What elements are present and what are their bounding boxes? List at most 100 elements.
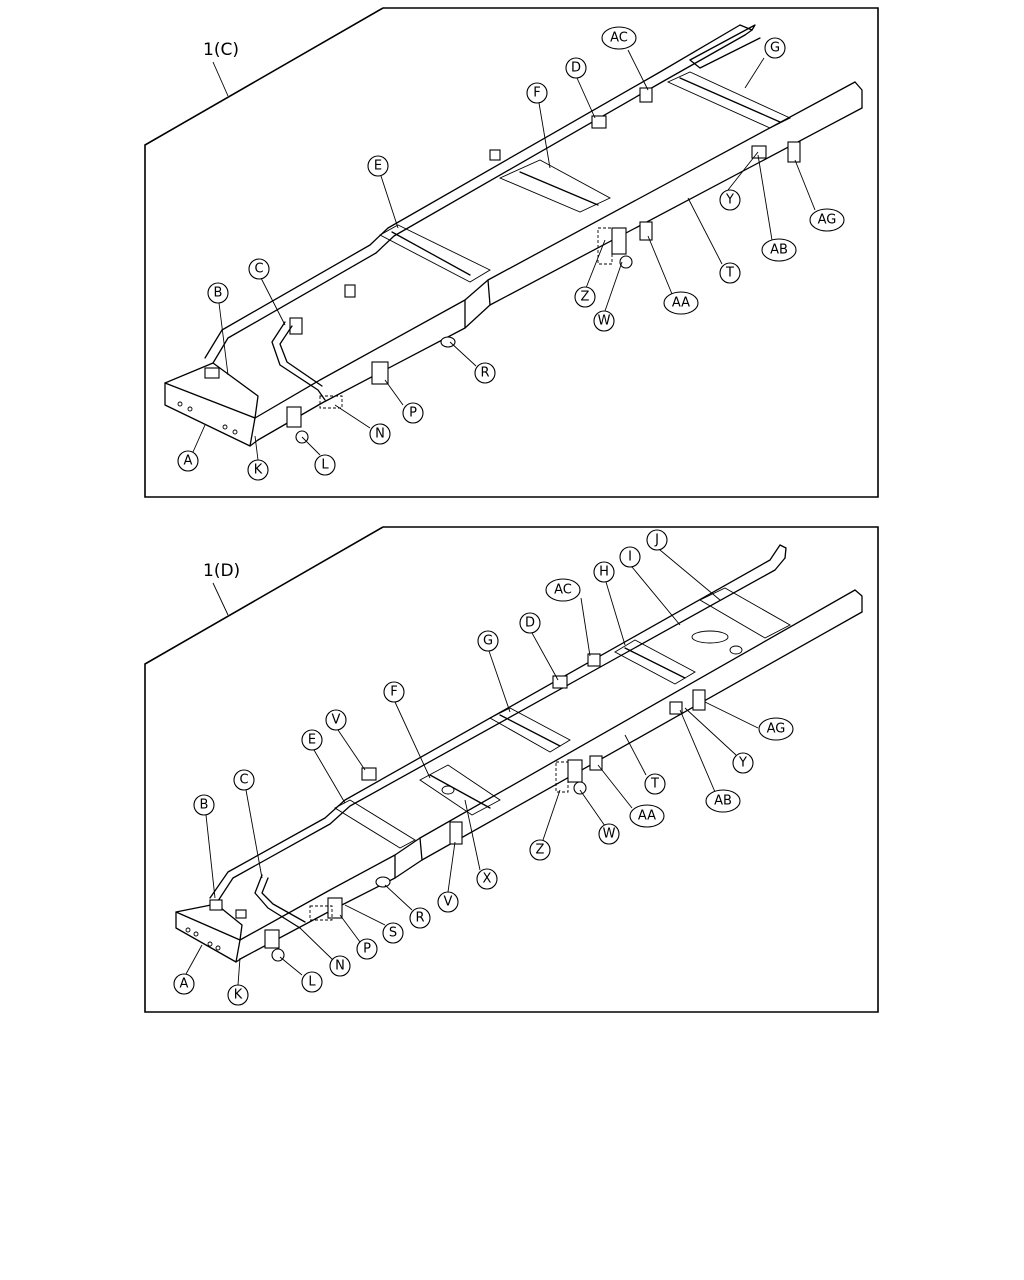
label-1c-P: P (402, 402, 424, 424)
svg-text:C: C (254, 262, 263, 277)
panel-1c: 1(C) (144, 7, 879, 498)
label-1d-W: W (598, 823, 620, 845)
svg-text:AC: AC (610, 31, 628, 46)
svg-text:AC: AC (554, 583, 572, 598)
panel-1d-frame (144, 526, 879, 1013)
svg-text:R: R (415, 911, 424, 926)
label-1d-A: A (173, 973, 195, 995)
label-1d-N: N (329, 955, 351, 977)
label-1c-C: C (248, 258, 270, 280)
label-1d-AG: AG (758, 717, 794, 741)
label-1c-Z: Z (574, 286, 596, 308)
svg-text:T: T (725, 266, 734, 281)
label-1d-G: G (477, 630, 499, 652)
svg-text:Z: Z (581, 290, 590, 305)
panel-1c-frame (144, 7, 879, 498)
svg-text:H: H (599, 565, 609, 580)
svg-text:E: E (374, 159, 382, 174)
label-1c-AB: AB (761, 238, 797, 262)
svg-text:N: N (335, 959, 345, 974)
panel-1d: 1(D) (144, 526, 879, 1013)
label-1d-V2: V (437, 891, 459, 913)
svg-text:C: C (239, 773, 248, 788)
svg-text:K: K (254, 463, 263, 478)
label-1d-AB: AB (705, 789, 741, 813)
label-1d-X: X (476, 868, 498, 890)
panel-1c-title: 1(C) (203, 40, 239, 60)
svg-text:Y: Y (738, 756, 747, 771)
svg-text:AB: AB (714, 794, 732, 809)
label-1c-A: A (177, 450, 199, 472)
svg-text:T: T (650, 777, 659, 792)
label-1d-Z: Z (529, 839, 551, 861)
svg-text:Y: Y (725, 193, 734, 208)
label-1c-W: W (593, 310, 615, 332)
label-1d-F: F (383, 681, 405, 703)
label-1d-S: S (382, 922, 404, 944)
svg-text:R: R (480, 366, 489, 381)
label-1d-L: L (301, 971, 323, 993)
label-1c-AA: AA (663, 291, 699, 315)
label-1c-AC: AC (601, 26, 637, 50)
svg-text:AG: AG (767, 722, 786, 737)
svg-text:G: G (770, 41, 780, 56)
label-1c-N: N (369, 423, 391, 445)
label-1c-F: F (526, 82, 548, 104)
label-1d-AA: AA (629, 804, 665, 828)
label-1d-B: B (193, 794, 215, 816)
svg-text:A: A (180, 977, 189, 992)
svg-text:B: B (200, 798, 209, 813)
svg-text:J: J (654, 533, 659, 548)
label-1c-K: K (247, 459, 269, 481)
label-1c-T: T (719, 262, 741, 284)
label-1d-V1: V (325, 709, 347, 731)
label-1c-L: L (314, 454, 336, 476)
label-1d-I: I (619, 546, 641, 568)
svg-text:D: D (571, 61, 581, 76)
svg-text:Z: Z (536, 843, 545, 858)
svg-text:V: V (444, 895, 453, 910)
label-1d-P: P (356, 938, 378, 960)
label-1d-K: K (227, 984, 249, 1006)
label-1d-H: H (593, 561, 615, 583)
label-1d-E: E (301, 729, 323, 751)
svg-text:P: P (409, 406, 417, 421)
svg-text:W: W (598, 314, 611, 329)
svg-text:F: F (390, 685, 397, 700)
frame-parts-1c (177, 87, 801, 444)
svg-text:AA: AA (672, 296, 690, 311)
svg-text:AA: AA (638, 809, 656, 824)
svg-text:A: A (184, 454, 193, 469)
svg-text:L: L (308, 975, 316, 990)
label-1c-G: G (764, 37, 786, 59)
svg-text:K: K (234, 988, 243, 1003)
svg-text:V: V (332, 713, 341, 728)
label-1c-D: D (565, 57, 587, 79)
svg-text:S: S (389, 926, 397, 941)
svg-text:L: L (321, 458, 329, 473)
label-1c-AG: AG (809, 208, 845, 232)
label-1d-C: C (233, 769, 255, 791)
svg-text:B: B (214, 286, 223, 301)
svg-text:F: F (533, 86, 540, 101)
leaders-1c (192, 49, 816, 461)
label-1d-AC: AC (545, 578, 581, 602)
label-1c-R: R (474, 362, 496, 384)
svg-text:N: N (375, 427, 385, 442)
svg-text:I: I (628, 550, 632, 565)
label-1d-Y: Y (732, 752, 754, 774)
frame-chassis-1c (164, 24, 863, 447)
label-1d-T: T (644, 773, 666, 795)
svg-text:X: X (483, 872, 492, 887)
panel-1d-title: 1(D) (203, 561, 240, 581)
svg-text:AB: AB (770, 243, 788, 258)
svg-text:W: W (603, 827, 616, 842)
label-1c-E: E (367, 155, 389, 177)
frame-parts-1d (185, 653, 706, 962)
svg-text:P: P (363, 942, 371, 957)
label-1c-Y: Y (719, 189, 741, 211)
label-1d-J: J (646, 529, 668, 551)
frame-chassis-1d (175, 544, 863, 963)
leaders-1d (185, 549, 759, 986)
